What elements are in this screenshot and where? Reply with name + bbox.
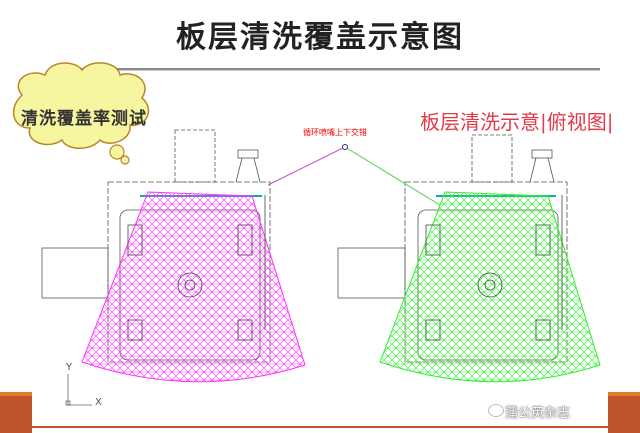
title-divider: [60, 68, 600, 70]
annotation-leaders: [267, 144, 441, 206]
watermark: 蒲公英杂志: [505, 406, 571, 421]
left-equipment-details: [127, 195, 266, 341]
footer-accent-left: [0, 392, 32, 433]
axis-x-label: X: [95, 397, 102, 408]
left-spray-coverage: [81, 191, 306, 383]
callout-cloud: [12, 62, 150, 165]
title-divider-shadow: [60, 70, 600, 71]
right-spray-coverage: [379, 191, 601, 383]
footer-accent-right: [608, 392, 640, 433]
right-equipment-details: [425, 195, 563, 341]
footer-line: [32, 426, 608, 428]
slide-title: 板层清洗覆盖示意图: [176, 20, 464, 55]
view-label: 板层清洗示意|俯视图|: [420, 110, 614, 134]
wechat-icon: [488, 404, 504, 417]
callout-label: 清洗覆盖率测试: [21, 109, 147, 129]
nozzle-annotation: 循环喷嘴上下交错: [303, 128, 367, 137]
ucs-axis-icon: [65, 374, 92, 406]
axis-y-label: Y: [66, 362, 73, 373]
